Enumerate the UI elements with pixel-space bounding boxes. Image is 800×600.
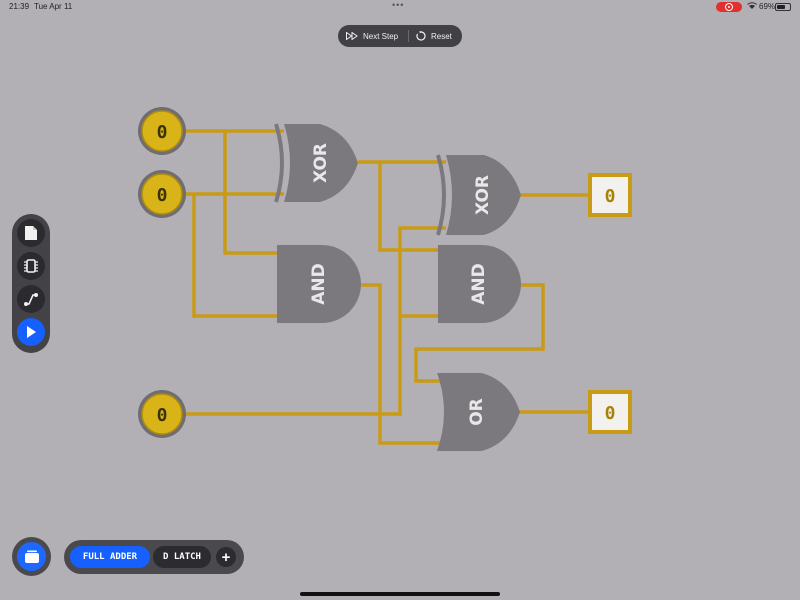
wifi-icon (747, 1, 757, 12)
status-time: 21:39 (9, 2, 30, 11)
fast-forward-icon (346, 32, 358, 40)
reset-label: Reset (431, 31, 452, 41)
input-cin-toggle[interactable]: 0 (138, 390, 186, 438)
divider (408, 30, 409, 42)
tab-d-latch[interactable]: D LATCH (153, 546, 211, 568)
tab-full-adder[interactable]: FULL ADDER (70, 546, 150, 568)
reset-button[interactable]: Reset (416, 25, 452, 47)
screen-record-icon[interactable] (716, 2, 742, 12)
and-gate-2[interactable]: AND (438, 245, 521, 323)
sum-output[interactable]: 0 (588, 173, 632, 217)
next-step-label: Next Step (363, 31, 399, 41)
reset-icon (416, 31, 426, 41)
wire-xor1-to-and2[interactable] (378, 162, 438, 252)
multitasking-dots-icon[interactable]: ••• (392, 0, 405, 10)
wire-b-to-and1[interactable] (192, 194, 277, 318)
input-b-value: 0 (157, 185, 168, 206)
battery-icon (775, 3, 791, 11)
circuit-tabs: FULL ADDER D LATCH + (64, 540, 244, 574)
and-gate-1[interactable]: AND (277, 245, 361, 323)
step-controls: Next Step Reset (338, 25, 462, 47)
wire-cin-to-xor2[interactable] (184, 226, 446, 416)
chip-icon (24, 259, 38, 273)
and-gate-1-label: AND (309, 263, 329, 305)
wire-icon (24, 293, 38, 306)
wire-and2-to-or[interactable] (414, 283, 545, 383)
play-icon (27, 326, 36, 338)
wire-and1-to-or[interactable] (361, 283, 441, 445)
play-tool-button[interactable] (17, 318, 45, 346)
and-gate-2-label: AND (469, 263, 489, 305)
status-date: Tue Apr 11 (34, 2, 73, 11)
wire-tool-button[interactable] (17, 285, 45, 313)
carry-output[interactable]: 0 (588, 390, 632, 434)
or-gate[interactable]: OR (437, 373, 520, 451)
status-bar: 21:39 Tue Apr 11 ••• 69% (0, 0, 800, 14)
chip-tool-button[interactable] (17, 252, 45, 280)
xor-gate-1-label: XOR (311, 143, 331, 183)
carry-output-value: 0 (605, 403, 616, 424)
wire-a-to-and1[interactable] (223, 131, 277, 255)
add-tab-button[interactable]: + (216, 547, 236, 567)
component-library-icon (24, 550, 39, 563)
input-a-toggle[interactable]: 0 (138, 107, 186, 155)
battery-percent: 69% (759, 2, 776, 11)
input-b-toggle[interactable]: 0 (138, 170, 186, 218)
xor-gate-2[interactable]: XOR (436, 154, 521, 236)
document-icon (25, 226, 37, 240)
xor-gate-1[interactable]: XOR (274, 123, 358, 203)
tool-palette (12, 214, 50, 353)
or-gate-label: OR (467, 398, 487, 426)
sum-output-value: 0 (605, 186, 616, 207)
wires (184, 129, 588, 445)
home-indicator[interactable] (300, 592, 500, 596)
next-step-button[interactable]: Next Step (346, 25, 398, 47)
input-a-value: 0 (157, 122, 168, 143)
document-tool-button[interactable] (17, 219, 45, 247)
component-library-button[interactable] (12, 537, 51, 576)
xor-gate-2-label: XOR (473, 175, 493, 215)
input-cin-value: 0 (157, 405, 168, 426)
